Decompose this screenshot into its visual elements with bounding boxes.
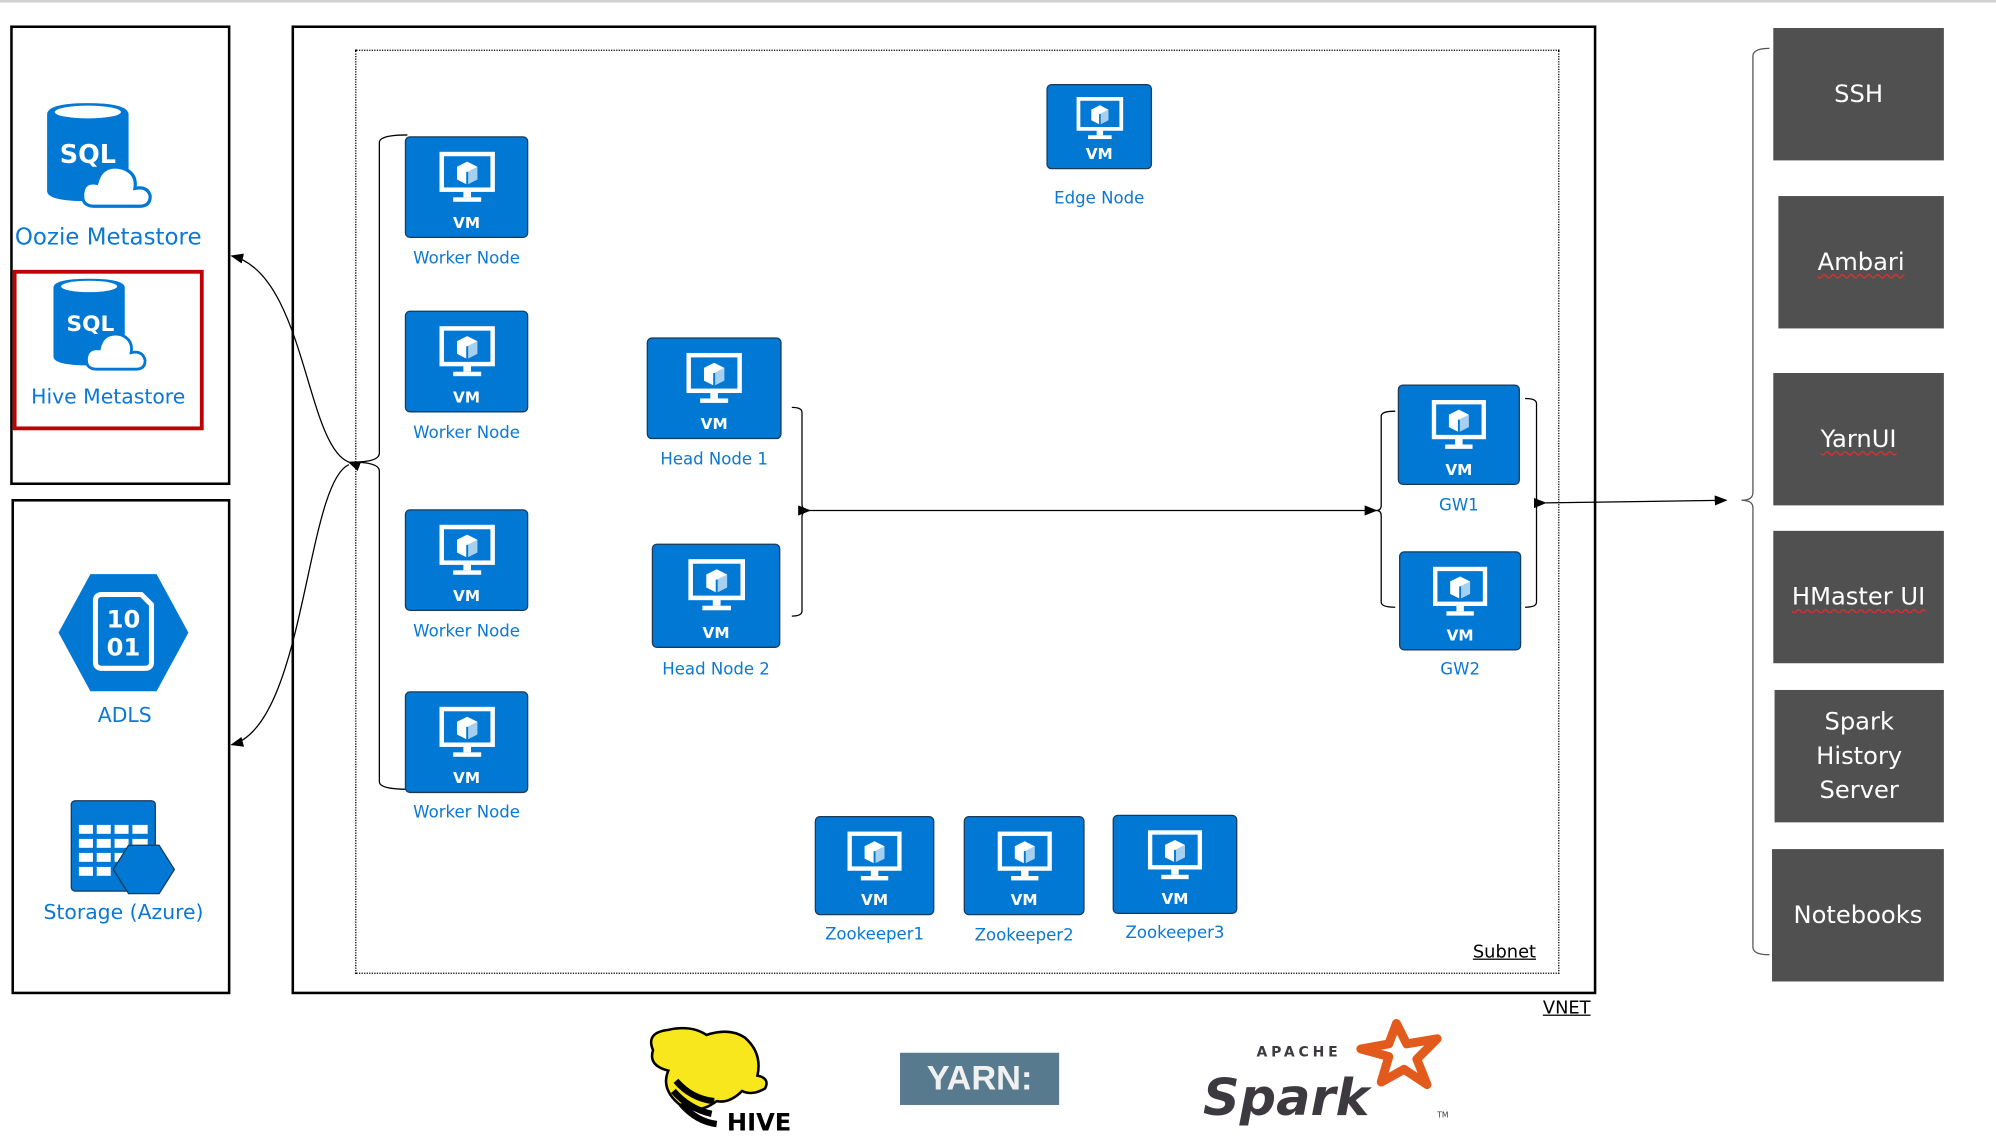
spark-logo-tm: TM (1436, 1111, 1448, 1120)
virtual-machine-icon (438, 706, 495, 757)
worker-node-1-label: Worker Node (413, 249, 520, 269)
service-label: YarnUI (1820, 424, 1897, 453)
storage-table-icon (70, 800, 176, 895)
service-spark-history-server[interactable]: Spark History Server (1774, 689, 1944, 823)
zookeeper1-vm[interactable]: VM (814, 815, 935, 916)
zookeeper3-label: Zookeeper3 (1125, 924, 1225, 944)
head-node-1-vm[interactable]: VM (646, 337, 782, 440)
hive-logo: HIVE (649, 1026, 791, 1134)
service-ambari[interactable]: Ambari (1778, 196, 1944, 329)
gw2-vm[interactable]: VM (1399, 551, 1522, 651)
spark-logo-apache: APACHE (1256, 1045, 1341, 1061)
vm-badge: VM (1161, 889, 1189, 908)
arrow-to-storage (230, 464, 350, 747)
head-node-2-vm[interactable]: VM (651, 543, 781, 648)
oozie-metastore-label: Oozie Metastore (14, 224, 202, 251)
service-hmaster-ui[interactable]: HMaster UI (1773, 530, 1944, 664)
gw1-label: GW1 (1438, 496, 1479, 516)
virtual-machine-icon (687, 559, 745, 611)
worker-node-2-label: Worker Node (413, 423, 520, 444)
service-label: HMaster UI (1791, 582, 1926, 611)
hive-metastore-label: Hive Metastore (31, 384, 186, 409)
vm-badge: VM (453, 388, 481, 407)
vnet-label: VNET (1542, 998, 1591, 1019)
worker-node-1-vm[interactable]: VM (404, 136, 529, 239)
worker-node-2-vm[interactable]: VM (404, 310, 529, 413)
worker-bracket (351, 134, 408, 790)
gateway-left-bracket (1376, 410, 1396, 608)
adls-icon-text-2: 01 (107, 634, 141, 662)
virtual-machine-icon (438, 151, 495, 202)
storage-azure-label: Storage (Azure) (43, 900, 204, 925)
zookeeper1-label: Zookeeper1 (825, 925, 925, 945)
zookeeper2-vm[interactable]: VM (963, 815, 1085, 916)
head-bracket (791, 406, 810, 617)
worker-node-4-vm[interactable]: VM (404, 691, 529, 794)
top-border (0, 0, 1996, 3)
sql-icon-text: SQL (67, 312, 115, 337)
vm-badge: VM (1010, 891, 1038, 909)
arrow-to-metastore (230, 253, 362, 471)
zookeeper2-label: Zookeeper2 (974, 926, 1074, 946)
edge-node-vm[interactable]: VM (1046, 84, 1153, 170)
data-lake-store-icon: 10 01 (58, 574, 189, 692)
worker-node-4-label: Worker Node (413, 803, 520, 823)
edge-node-label: Edge Node (1054, 189, 1145, 209)
virtual-machine-icon (1431, 399, 1486, 449)
vm-badge: VM (700, 414, 728, 433)
vm-badge: VM (861, 891, 889, 909)
virtual-machine-icon (438, 326, 495, 377)
vm-badge: VM (453, 768, 481, 787)
vm-badge: VM (1085, 145, 1113, 163)
virtual-machine-icon (1147, 829, 1203, 879)
worker-node-3-vm[interactable]: VM (404, 509, 529, 612)
vnet-container (291, 25, 1597, 995)
zookeeper3-vm[interactable]: VM (1112, 814, 1238, 915)
virtual-machine-icon (438, 524, 495, 575)
virtual-machine-icon (1433, 566, 1488, 616)
spark-logo: APACHE Spark TM (1203, 1019, 1448, 1128)
gateway-services-arrow (1533, 495, 1728, 509)
service-label: Notebooks (1793, 900, 1923, 929)
worker-node-3-label: Worker Node (413, 622, 520, 642)
virtual-machine-icon (686, 352, 742, 403)
hive-logo-text: HIVE (727, 1108, 791, 1134)
adls-label: ADLS (97, 702, 152, 727)
service-label: Spark History Server (1816, 707, 1903, 804)
vm-badge: VM (1446, 626, 1474, 645)
storage-panel (11, 499, 231, 995)
adls-icon-text-1: 10 (107, 606, 141, 634)
subnet-label: Subnet (1472, 942, 1537, 963)
hive-highlight-box (12, 269, 204, 431)
metastore-panel (10, 25, 231, 486)
head-node-1-label: Head Node 1 (660, 450, 768, 470)
subnet-container (355, 49, 1560, 974)
head-node-2-label: Head Node 2 (662, 660, 770, 680)
sql-icon-text: SQL (60, 140, 116, 170)
service-label: SSH (1834, 79, 1884, 108)
vm-badge: VM (453, 586, 481, 605)
gateway-right-bracket (1525, 397, 1543, 608)
service-ssh[interactable]: SSH (1773, 28, 1944, 161)
services-bracket (1741, 47, 1770, 956)
virtual-machine-icon (1075, 97, 1123, 140)
virtual-machine-icon (997, 831, 1052, 880)
vm-badge: VM (702, 623, 730, 642)
vm-badge: VM (453, 213, 481, 232)
yarn-logo: YARN: (900, 1052, 1060, 1105)
virtual-machine-icon (847, 831, 902, 880)
service-notebooks[interactable]: Notebooks (1772, 849, 1944, 982)
vm-badge: VM (1445, 460, 1473, 479)
service-yarnui[interactable]: YarnUI (1773, 372, 1944, 506)
gw1-vm[interactable]: VM (1397, 384, 1520, 486)
gw2-label: GW2 (1440, 660, 1480, 680)
spark-logo-text: Spark (1203, 1069, 1373, 1128)
sql-database-cloud-icon: SQL (47, 103, 152, 208)
service-label: Ambari (1817, 247, 1905, 276)
sql-database-cloud-icon: SQL (53, 278, 147, 371)
